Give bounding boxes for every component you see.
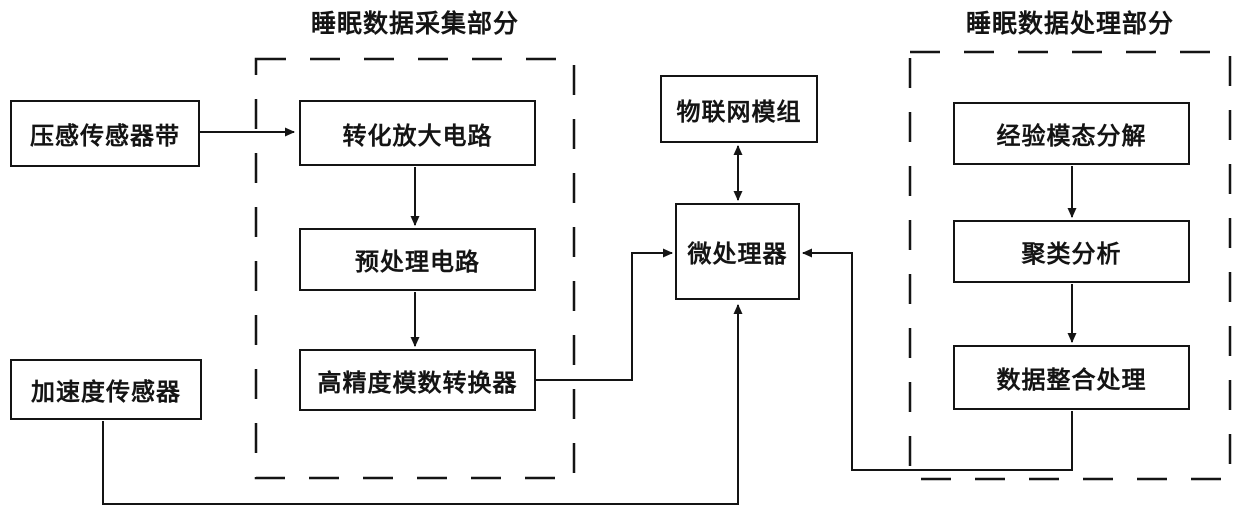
node-acceleration-sensor: 加速度传感器 bbox=[10, 359, 202, 420]
node-preprocessing-circuit: 预处理电路 bbox=[299, 228, 536, 291]
node-adc: 高精度模数转换器 bbox=[299, 349, 536, 411]
collection-group-title: 睡眠数据采集部分 bbox=[310, 10, 519, 38]
edge-integration-to-microprocessor bbox=[802, 248, 1073, 471]
node-data-integration: 数据整合处理 bbox=[953, 345, 1190, 410]
edge-acceleration-to-microprocessor bbox=[102, 304, 743, 505]
edge-adc-to-microprocessor bbox=[536, 248, 673, 381]
node-microprocessor: 微处理器 bbox=[675, 203, 800, 300]
node-pressure-sensor: 压感传感器带 bbox=[10, 100, 200, 167]
node-cluster-analysis: 聚类分析 bbox=[953, 220, 1190, 283]
node-conversion-amplifier: 转化放大电路 bbox=[299, 100, 536, 166]
node-emd: 经验模态分解 bbox=[953, 102, 1190, 165]
processing-group-title: 睡眠数据处理部分 bbox=[965, 10, 1174, 38]
node-iot-module: 物联网模组 bbox=[660, 75, 818, 143]
collection-group-border bbox=[254, 57, 576, 480]
